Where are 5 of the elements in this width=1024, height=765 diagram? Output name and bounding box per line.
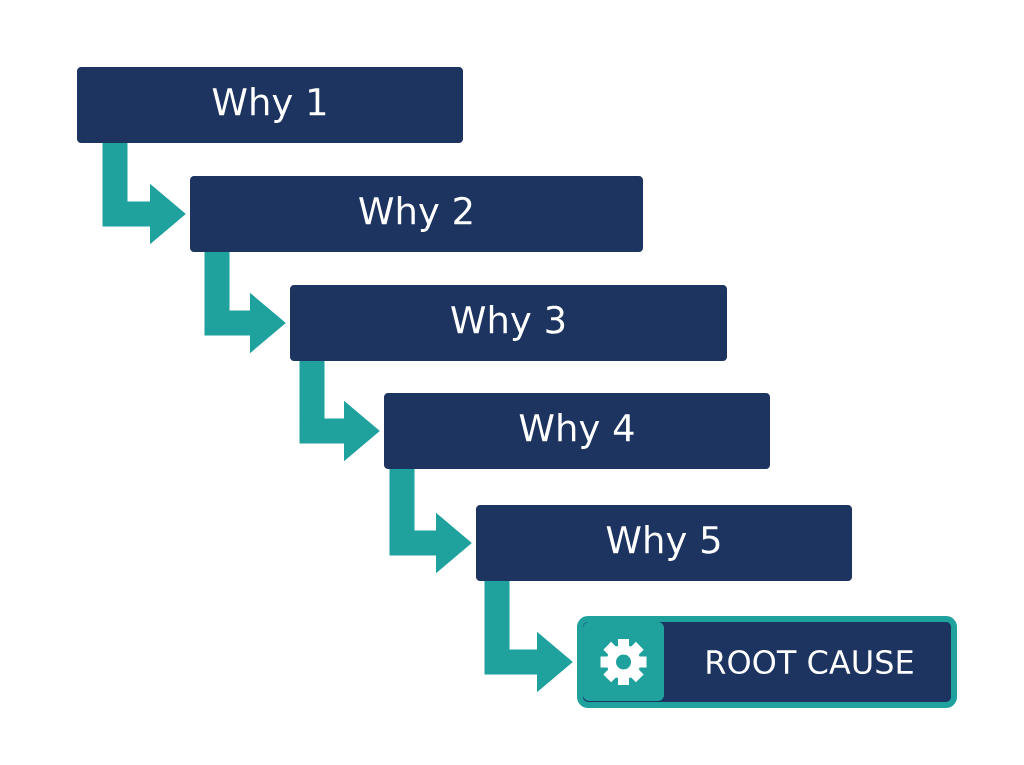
process-box: Why 4 bbox=[384, 393, 770, 469]
process-box: Why 5 bbox=[476, 505, 852, 581]
process-box: Why 2 bbox=[190, 176, 643, 252]
process-box: Why 1 bbox=[77, 67, 463, 143]
process-box: Why 3 bbox=[290, 285, 727, 361]
